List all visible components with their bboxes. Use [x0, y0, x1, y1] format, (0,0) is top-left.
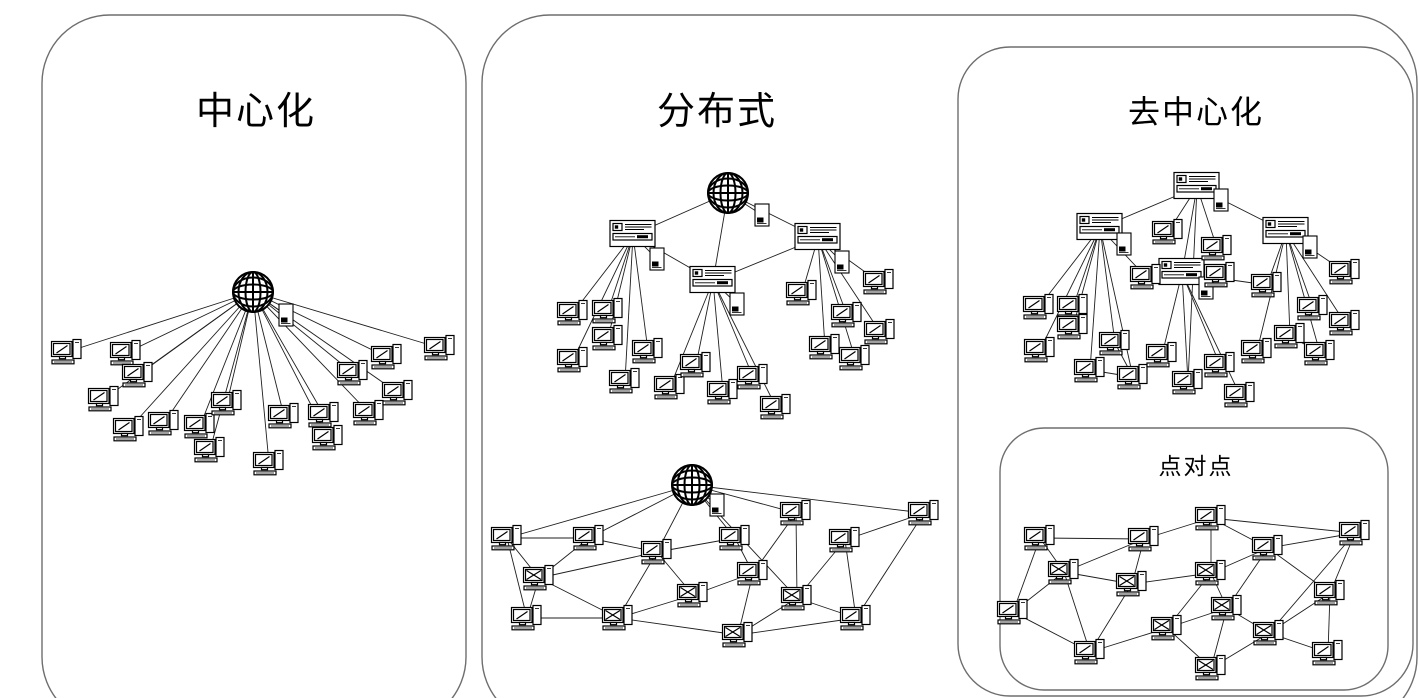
decentralized-link: [1181, 272, 1221, 366]
decentralized-link: [1285, 231, 1291, 337]
document-icon: [729, 292, 745, 316]
distributed_tree-link: [624, 234, 634, 382]
centralized-link: [252, 291, 354, 374]
centralized-link: [199, 291, 254, 427]
decentralized-link: [1038, 227, 1101, 308]
centralized-link: [252, 291, 399, 394]
distributed_tree-link: [712, 280, 724, 393]
centralized-link: [252, 291, 441, 349]
distributed_mesh-link: [506, 537, 528, 619]
p2p-link: [1039, 537, 1145, 540]
decentralized-link: [1039, 227, 1101, 351]
document-icon: [1302, 235, 1318, 259]
document-icon: [709, 493, 725, 517]
p2p-link: [1268, 532, 1356, 634]
centralized-link: [125, 291, 254, 354]
centralized-link: [252, 291, 270, 464]
decentralized-link: [1161, 272, 1183, 356]
p2p-link: [1063, 571, 1091, 653]
panel-p2p: [999, 427, 1389, 691]
server-icon: [689, 265, 736, 294]
centralized-link: [66, 291, 254, 353]
panel-title-distributed: 分布式: [657, 91, 777, 133]
distributed_tree-link: [712, 280, 754, 378]
distributed_tree-link: [632, 234, 649, 352]
internet-globe-icon: [707, 172, 749, 214]
distributed_tree-link: [817, 237, 848, 316]
distributed_tree-link: [817, 237, 856, 359]
panel-title-p2p: 点对点: [1159, 453, 1234, 479]
server-icon: [1158, 257, 1205, 286]
distributed_mesh-link: [737, 617, 857, 636]
decentralized-link: [1089, 227, 1101, 371]
decentralized-link: [1099, 227, 1116, 344]
decentralized-link: [1256, 231, 1287, 352]
centralized-link: [209, 291, 254, 451]
distributed_mesh-link: [844, 539, 857, 619]
decentralized-link: [1181, 272, 1241, 396]
server-icon: [609, 219, 656, 248]
decentralized-link: [1285, 231, 1321, 354]
distributed_mesh-link: [617, 617, 739, 636]
internet-globe-icon: [232, 271, 274, 313]
p2p-link: [1210, 517, 1356, 534]
document-icon: [754, 203, 770, 227]
document-icon: [1213, 188, 1229, 212]
centralized-link: [103, 291, 254, 400]
centralized-link: [128, 291, 254, 430]
centralized-link: [163, 291, 254, 424]
decentralized-link: [1285, 231, 1346, 324]
distributed_tree-link: [817, 237, 881, 333]
centralized-link: [252, 291, 285, 417]
centralized-link: [252, 291, 325, 416]
distributed_tree-link: [712, 280, 777, 408]
document-icon: [649, 247, 665, 271]
distributed_tree-link: [669, 280, 714, 388]
server-icon: [1262, 216, 1309, 245]
decentralized-link: [1099, 227, 1134, 378]
internet-globe-icon: [671, 464, 713, 506]
distributed_mesh-link: [691, 484, 925, 514]
server-icon: [1173, 171, 1220, 200]
distributed_mesh-link: [506, 484, 693, 539]
distributed_mesh-link: [538, 551, 658, 579]
document-icon: [834, 250, 850, 274]
distributed_tree-link: [572, 234, 634, 361]
document-icon: [1116, 232, 1132, 256]
panel-centralized: [41, 14, 467, 698]
decentralized-link: [1072, 227, 1101, 308]
decentralized-link: [1285, 231, 1314, 309]
distributed_tree-link: [607, 234, 634, 312]
distributed_tree-link: [817, 237, 826, 348]
document-icon: [278, 303, 294, 327]
centralized-link: [252, 291, 370, 414]
server-icon: [794, 222, 841, 251]
panel-title-centralized: 中心化: [196, 91, 316, 133]
document-icon: [1198, 276, 1214, 300]
panel-title-decentralized: 去中心化: [1128, 94, 1264, 130]
distributed_tree-link: [695, 280, 714, 366]
server-icon: [1076, 212, 1123, 241]
centralized-link: [252, 291, 388, 358]
distributed_mesh-link: [795, 512, 798, 599]
distributed_mesh-link: [855, 512, 925, 619]
decentralized-link: [1181, 272, 1189, 383]
